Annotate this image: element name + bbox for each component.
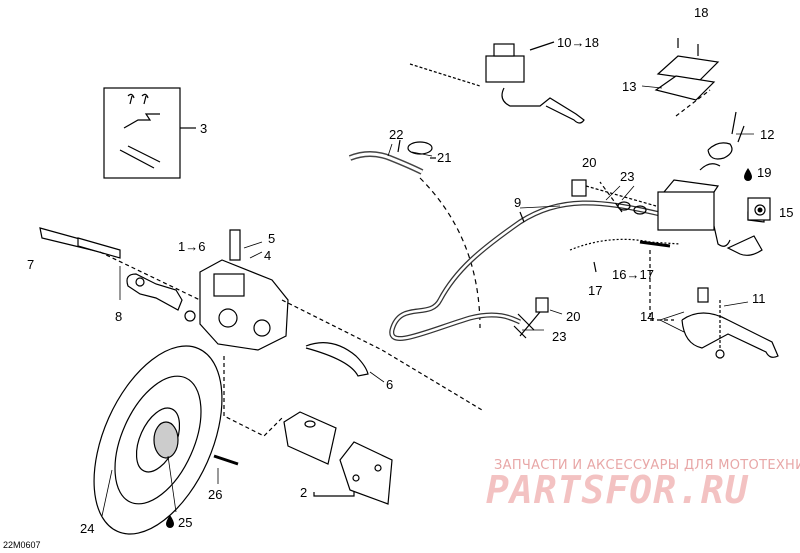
- callout-5: 5: [268, 231, 276, 246]
- watermark-subtitle: ЗАПЧАСТИ И АКСЕССУАРЫ ДЛЯ МОТОТЕХНИКИ: [494, 458, 800, 473]
- callout-9: 9: [514, 195, 522, 210]
- callout-3: 3: [200, 121, 208, 136]
- callout-21: 21: [437, 150, 452, 165]
- callout-1-6: 1→6: [178, 239, 206, 254]
- brake-pad-lower: [339, 441, 393, 505]
- callout-12: 12: [760, 127, 775, 142]
- callout-11: 11: [752, 291, 766, 306]
- lever-assembly: [681, 287, 779, 359]
- callout-16-17: 16→17: [612, 267, 654, 282]
- callout-7: 7: [27, 257, 35, 272]
- callout-10-18: 10→18: [557, 35, 599, 50]
- part-15-dot: [757, 207, 763, 213]
- callout-4: 4: [264, 248, 272, 263]
- fluid-drop-icon: [166, 168, 752, 528]
- callout-20-upper: 20: [582, 155, 597, 170]
- caliper: [184, 229, 289, 351]
- caliper-bracket: [126, 273, 183, 311]
- hose-section: [348, 139, 436, 175]
- master-cylinder-upper: [409, 41, 585, 124]
- callout-24: 24: [80, 521, 95, 536]
- callout-8: 8: [115, 309, 123, 324]
- caliper-bolts: [39, 227, 201, 301]
- brake-pad-upper: [283, 411, 337, 465]
- banjo-bolt-lower: [513, 297, 549, 339]
- callout-20-lower: 20: [566, 309, 581, 324]
- cable-16-17: [569, 238, 681, 273]
- diagram-reference-code: 22M0607: [3, 540, 41, 550]
- callout-26: 26: [208, 487, 223, 502]
- callout-15: 15: [779, 205, 794, 220]
- pins-kit-box: [103, 87, 196, 179]
- callout-19: 19: [757, 165, 772, 180]
- master-cylinder-body: [657, 111, 771, 256]
- callout-14: 14: [640, 309, 655, 324]
- callout-2: 2: [300, 485, 308, 500]
- reservoir-cover: [654, 38, 720, 117]
- callout-25: 25: [178, 515, 193, 530]
- watermark-logo: PARTSFOR.RU: [486, 468, 749, 512]
- retaining-spring: [305, 342, 369, 377]
- callout-23-upper: 23: [620, 169, 635, 184]
- callout-17: 17: [588, 283, 603, 298]
- callout-22: 22: [389, 127, 404, 142]
- callout-23-lower: 23: [552, 329, 567, 344]
- callout-18: 18: [694, 5, 709, 20]
- brake-disc: [93, 345, 223, 535]
- callout-13: 13: [622, 79, 637, 94]
- banjo-bolt-upper: [571, 179, 657, 215]
- brake-line: [389, 200, 661, 341]
- callout-6: 6: [386, 377, 394, 392]
